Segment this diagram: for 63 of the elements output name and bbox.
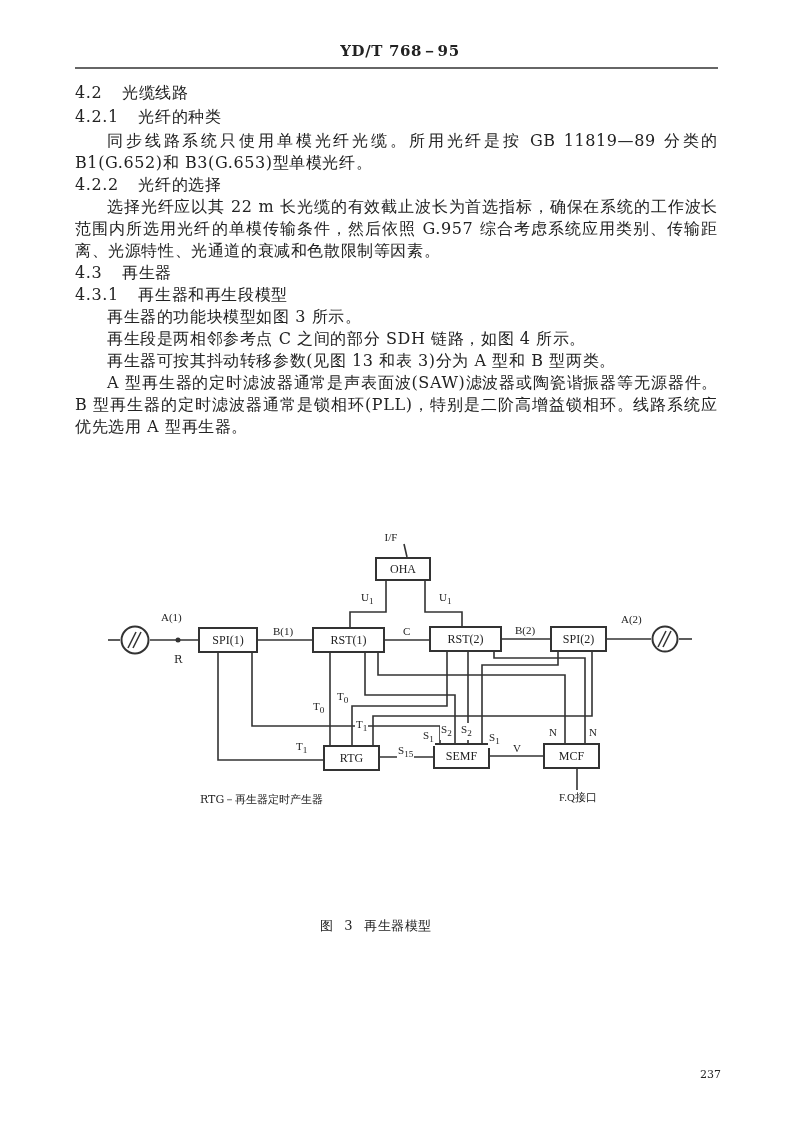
edge-label: N: [588, 726, 598, 739]
function-block: SEMF: [433, 743, 490, 769]
function-block: SPI(1): [198, 627, 258, 653]
paragraph: 再生段是两相邻参考点 C 之间的部分 SDH 链路，如图 4 所示。: [106, 328, 588, 350]
connector-line: [384, 639, 430, 641]
connector-line: [377, 652, 566, 744]
connector-line: [107, 639, 121, 641]
figure-caption: 图 3 再生器模型: [320, 917, 432, 935]
connector-line: [424, 580, 463, 627]
edge-label: S$_{2}$: [440, 723, 453, 741]
edge-label: V: [512, 742, 522, 755]
function-block: RST(1): [312, 627, 385, 653]
connector-line: [257, 639, 313, 641]
edge-label: B(1): [272, 625, 295, 638]
function-block: SPI(2): [550, 626, 607, 652]
connector-line: [576, 768, 578, 791]
connector-line: [678, 638, 693, 640]
edge-label: S$_{1}$: [422, 729, 435, 747]
connector-line: [329, 652, 331, 746]
page-header: YD/T 768－95: [339, 41, 461, 62]
edge-label: A(2): [620, 613, 643, 626]
connector-line: [489, 755, 544, 757]
connector-line: [149, 639, 199, 641]
connector-line: [501, 638, 551, 640]
connector-line: [493, 651, 586, 744]
connector-line: [467, 651, 469, 744]
section-heading: 4.3 再生器: [75, 262, 173, 284]
connector-line: [364, 652, 456, 744]
page-number: 237: [700, 1068, 721, 1082]
edge-label: C: [402, 625, 412, 638]
interface-label: F.Q接口: [555, 790, 601, 804]
paragraph: A 型再生器的定时滤波器通常是声表面波(SAW)滤波器或陶瓷谐振器等无源器件。B 型再生器的定时滤波器通常是锁相环(PLL)，特别是二阶高增益锁相环。线路系统应优先选用 A 型再生器。: [75, 372, 718, 438]
connector-line: [372, 651, 593, 746]
section-heading: 4.2.2 光纤的选择: [75, 174, 223, 196]
edge-label: S$_{1}$: [488, 731, 501, 749]
section-heading: 4.2.1 光纤的种类: [75, 106, 223, 128]
connector-line: [379, 756, 434, 758]
fiber-symbol: [120, 625, 150, 655]
section-heading: 4.3.1 再生器和再生段模型: [75, 284, 289, 306]
function-block: MCF: [543, 743, 600, 769]
edge-label: S$_{2}$: [460, 723, 473, 741]
connector-line: [606, 638, 652, 640]
paragraph: 再生器可按其抖动转移参数(见图 13 和表 3)分为 A 型和 B 型两类。: [106, 350, 617, 372]
function-block: RTG: [323, 745, 380, 771]
connector-line: [217, 652, 324, 761]
connector-line: [349, 580, 387, 628]
paragraph: 再生器的功能块模型如图 3 所示。: [106, 306, 363, 328]
function-block: OHA: [375, 557, 431, 581]
paragraph: 选择光纤应以其 22 m 长光缆的有效截止波长为首选指标，确保在系统的工作波长范围内所选用光纤的单模传输条件，然后依照 G.957 综合考虑系统应用类别、传输距离、光源特性、光通道的衰减和色散限制等因素。: [75, 196, 718, 262]
interface-label: I/F: [378, 530, 404, 544]
paragraph: 同步线路系统只使用单模光纤光缆。所用光纤是按 GB 11819—89 分类的 B1(G.652)和 B3(G.653)型单模光纤。: [75, 130, 718, 174]
edge-label: N: [548, 726, 558, 739]
connector-line: [351, 651, 448, 746]
function-block: RST(2): [429, 626, 502, 652]
connector-line: [251, 652, 441, 744]
fiber-symbol: [651, 625, 679, 653]
edge-label: A(1): [160, 611, 183, 624]
reference-point-label: R: [174, 653, 183, 667]
connector-line: [481, 651, 559, 744]
diagram-note: RTG－再生器定时产生器: [200, 793, 324, 807]
section-heading: 4.2 光缆线路: [75, 82, 190, 104]
connector-line: [403, 543, 408, 558]
edge-label: B(2): [514, 624, 537, 637]
